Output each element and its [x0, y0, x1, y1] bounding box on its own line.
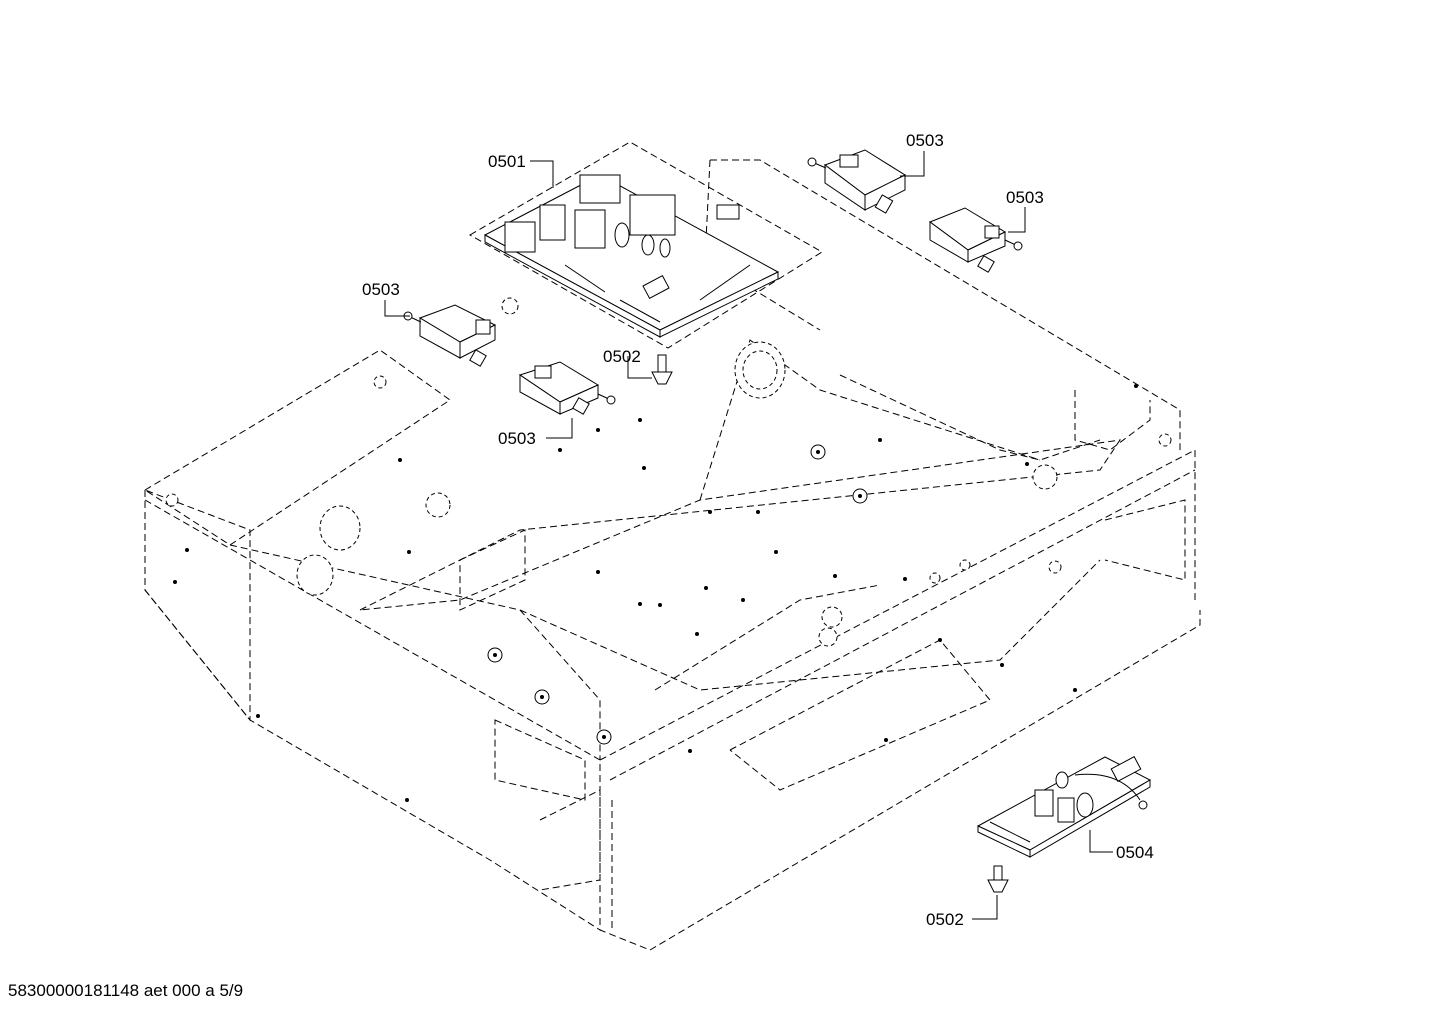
ignition-module-0503-b: [928, 207, 1023, 273]
chassis-bosses: [487, 444, 868, 745]
callout-0503-top: 0503: [906, 131, 944, 150]
clip-0502-a: [651, 354, 673, 385]
callout-0502-bottom: 0502: [926, 910, 964, 929]
ignition-module-0503-d: [518, 361, 616, 415]
callout-0503-left: 0503: [362, 280, 400, 299]
callout-0503-right: 0503: [1006, 188, 1044, 207]
ignition-module-0503-a: [807, 149, 907, 214]
leader-lines: [384, 151, 1113, 920]
callout-0501: 0501: [488, 152, 526, 171]
callout-0503-bottom: 0503: [498, 429, 536, 448]
ignition-module-0503-c: [403, 304, 497, 367]
chassis-holes: [165, 297, 1172, 647]
callout-0502-top: 0502: [603, 347, 641, 366]
clip-0502-b: [987, 865, 1009, 893]
drawing-reference: 58300000181148 aet 000 a 5/9: [8, 981, 244, 1000]
filter-board-0504: [976, 756, 1152, 858]
control-board-0501: [468, 141, 823, 349]
callout-labels: 0501 0503 0503 0503 0502 0503 0504 0502: [362, 131, 1154, 929]
chassis-frame: [144, 159, 1201, 951]
callout-0504: 0504: [1116, 843, 1154, 862]
rivet-dots: [173, 384, 1138, 802]
